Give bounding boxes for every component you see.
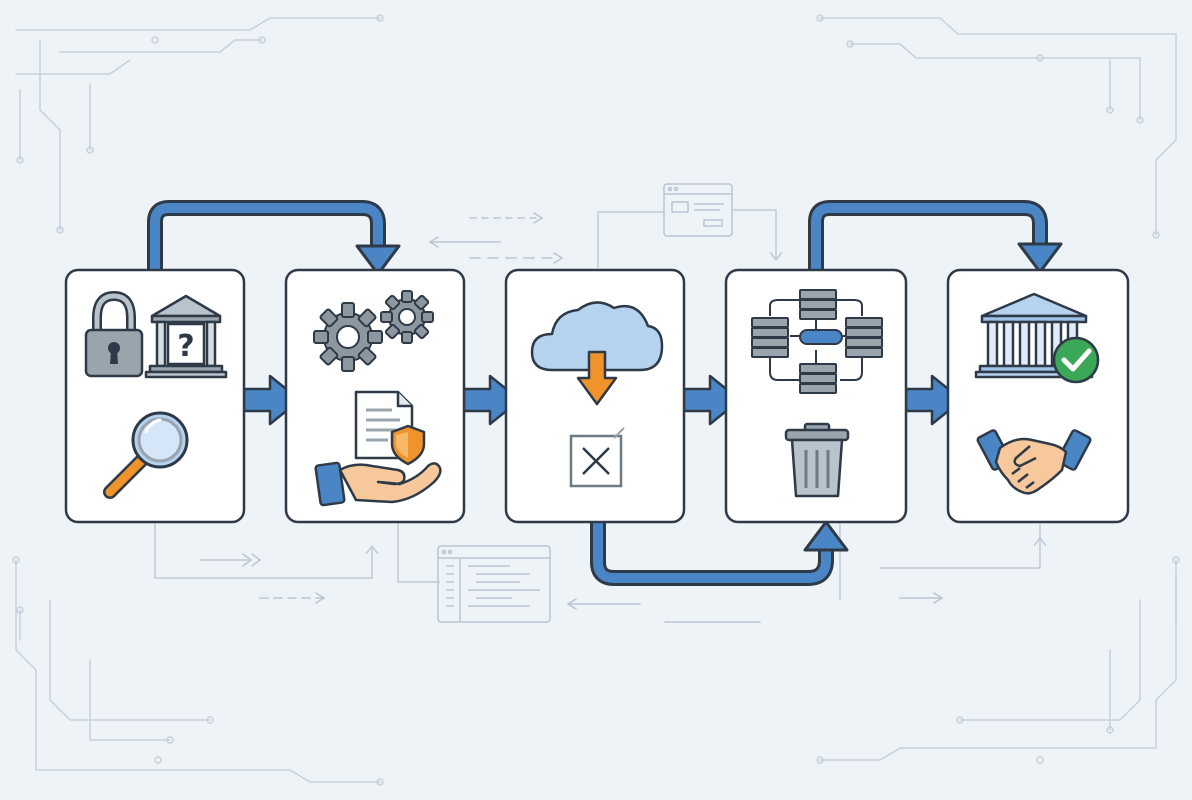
- lock-icon: [84, 291, 144, 378]
- browser-window-icon: [663, 183, 733, 237]
- background-thin-connectors: [154, 209, 1047, 600]
- cloud-download-icon: [530, 301, 664, 406]
- bank-icon: [974, 292, 1094, 379]
- hand-icon: [314, 461, 442, 507]
- magnifier-icon: [103, 411, 189, 499]
- background-thin-arrows: [199, 212, 944, 623]
- circuit-background: [12, 14, 1180, 786]
- handshake-icon: [976, 429, 1092, 495]
- svg-text:?: ?: [177, 329, 194, 364]
- loop-arrow-1-2: [147, 200, 401, 278]
- loop-connectors: [147, 200, 1063, 586]
- gears-icon: [313, 290, 434, 372]
- bank-question-icon: ?: [144, 294, 228, 379]
- loop-arrow-4-5: [808, 200, 1063, 278]
- checkmark-icon: [1052, 336, 1100, 384]
- step-card-1: [64, 268, 246, 524]
- loop-arrow-3-4: [590, 514, 849, 586]
- trash-icon: [784, 422, 850, 498]
- cancel-box-icon: [569, 427, 625, 488]
- document-shield-icon: [354, 390, 426, 466]
- server-network-icon: [751, 289, 883, 394]
- code-window-icon: [437, 545, 551, 623]
